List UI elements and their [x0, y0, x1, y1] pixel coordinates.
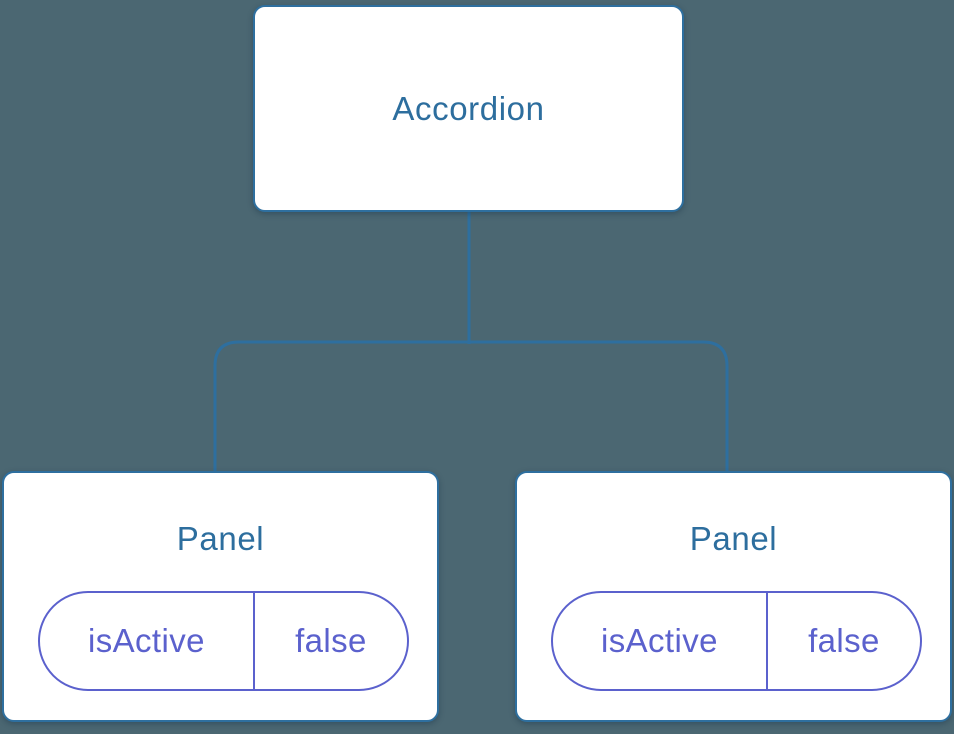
panel-left-state-value-cell: false [252, 593, 407, 689]
panel-left-label: Panel [176, 520, 265, 557]
panel-left-state-key-cell: isActive [40, 593, 253, 689]
panel-right-state-name: isActive [600, 622, 718, 659]
panel-left-state-name: isActive [87, 622, 205, 659]
connector-branch [213, 340, 729, 475]
panel-left-title: Panel [4, 520, 437, 558]
panel-right-label: Panel [689, 520, 778, 557]
panel-right-title: Panel [517, 520, 950, 558]
component-node-panel-left: Panel isActive false [2, 471, 439, 722]
panel-left-state-value: false [295, 622, 367, 659]
panel-right-state-key-cell: isActive [553, 593, 766, 689]
accordion-node-label: Accordion [392, 89, 545, 127]
component-node-accordion: Accordion [253, 5, 684, 212]
panel-left-state-pill: isActive false [38, 591, 409, 691]
panel-right-state-value-cell: false [765, 593, 920, 689]
component-node-panel-right: Panel isActive false [515, 471, 952, 722]
panel-right-state-pill: isActive false [551, 591, 922, 691]
panel-right-state-value: false [808, 622, 880, 659]
